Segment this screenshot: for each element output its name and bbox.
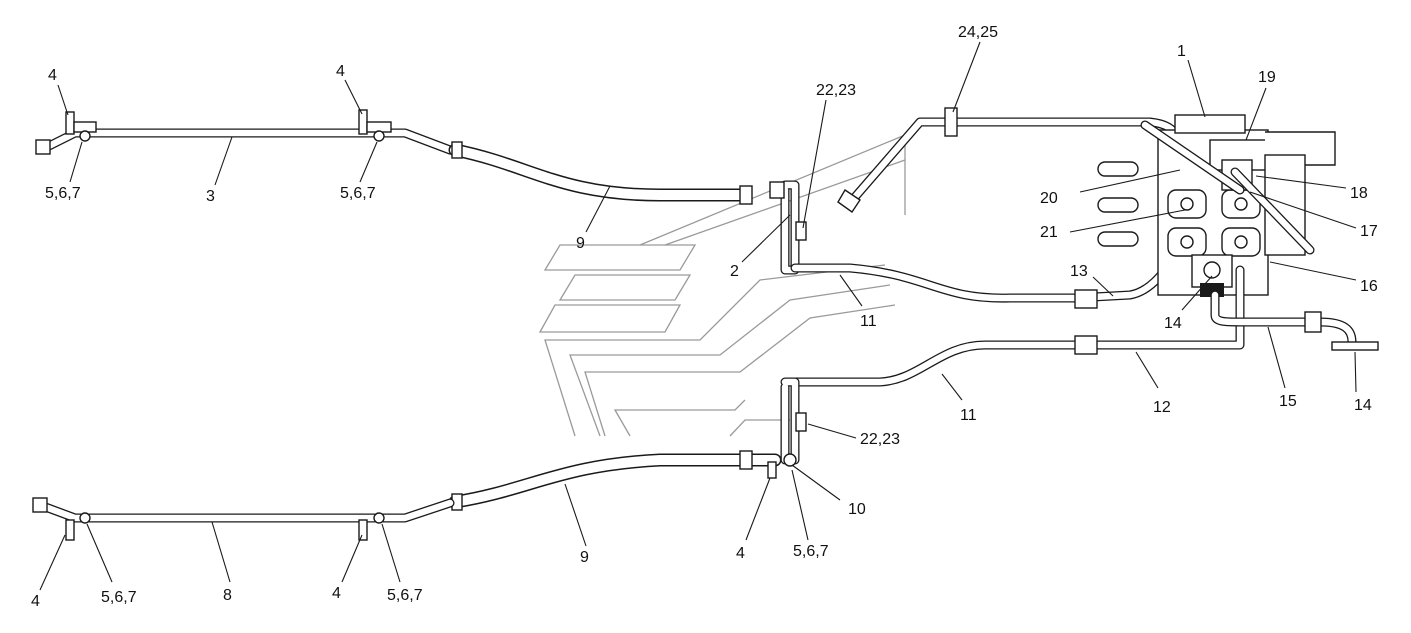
callout-10: 10 [848, 501, 866, 518]
callout-4: 4 [48, 67, 57, 84]
leader-lines [39, 41, 1357, 591]
clamp-bracket-upper-left [35, 111, 97, 155]
ghost-body-outline [538, 134, 906, 437]
callout-4: 4 [31, 593, 40, 610]
callout-19: 19 [1258, 69, 1276, 86]
callout-18: 18 [1350, 185, 1368, 202]
callout-22-23: 22,23 [860, 431, 900, 448]
callout-labels: 1 2 3 4 4 4 4 4 5,6,7 5,6,7 5,6,7 5,6,7 … [31, 24, 1378, 610]
pipe-12 [790, 265, 1245, 387]
callout-14: 14 [1164, 315, 1182, 332]
callout-5-6-7: 5,6,7 [340, 185, 376, 202]
callout-5-6-7: 5,6,7 [45, 185, 81, 202]
callout-17: 17 [1360, 223, 1378, 240]
callout-24-25: 24,25 [958, 24, 998, 41]
pipe-upper-24-25 [837, 107, 1193, 213]
callout-8: 8 [223, 587, 232, 604]
clamp-bracket-lower-right [767, 453, 797, 479]
callout-13: 13 [1070, 263, 1088, 280]
callout-9: 9 [580, 549, 589, 566]
callout-14: 14 [1354, 397, 1372, 414]
hose-9-lower [448, 450, 782, 511]
callout-5-6-7: 5,6,7 [101, 589, 137, 606]
callout-3: 3 [206, 188, 215, 205]
pipe-15 [1210, 290, 1379, 351]
callout-11: 11 [860, 313, 877, 330]
callout-5-6-7: 5,6,7 [793, 543, 829, 560]
clamp-bracket-lower-left [32, 497, 91, 541]
callout-9: 9 [576, 235, 585, 252]
pipe-8 [35, 498, 455, 523]
pipe-3 [40, 128, 455, 155]
callout-16: 16 [1360, 278, 1378, 295]
pipe-2 [769, 180, 807, 275]
pipe-10 [780, 377, 807, 465]
callout-4: 4 [736, 545, 745, 562]
callout-4: 4 [336, 63, 345, 80]
callout-11: 11 [960, 407, 977, 424]
valve-block [1097, 114, 1336, 297]
clamp-bracket-lower-mid [358, 512, 385, 541]
clamp-bracket-upper-mid [358, 109, 392, 142]
callout-22-23: 22,23 [816, 82, 856, 99]
callout-20: 20 [1040, 190, 1058, 207]
callout-1: 1 [1177, 43, 1186, 60]
callout-15: 15 [1279, 393, 1297, 410]
callout-4: 4 [332, 585, 341, 602]
callout-21: 21 [1040, 224, 1058, 241]
hose-9-upper [448, 141, 753, 205]
callout-2: 2 [730, 263, 739, 280]
callout-12: 12 [1153, 399, 1171, 416]
callout-5-6-7: 5,6,7 [387, 587, 423, 604]
